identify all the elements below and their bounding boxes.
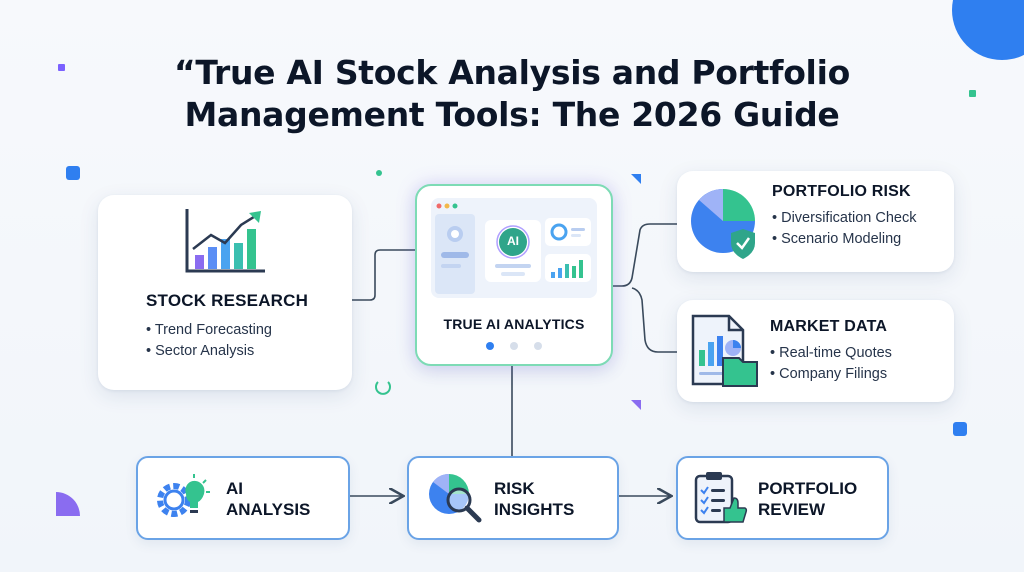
stock-research-title: STOCK RESEARCH [146,291,309,310]
bullet-item: Diversification Check [772,208,916,229]
document-chart-icon [689,314,761,393]
bullet-item: Sector Analysis [146,341,272,362]
market-data-card: MARKET DATA Real-time Quotes Company Fil… [677,300,954,402]
portfolio-risk-title: PORTFOLIO RISK [772,183,911,200]
title-line-1: “True AI Stock Analysis and Portfolio [174,53,850,92]
carousel-dot[interactable] [534,342,542,350]
step-label-line: ANALYSIS [226,500,311,519]
portfolio-risk-card: PORTFOLIO RISK Diversification Check Sce… [677,171,954,272]
true-ai-analytics-title: TRUE AI ANALYTICS [443,316,585,332]
bullet-item: Trend Forecasting [146,320,272,341]
portfolio-risk-bullets: Diversification Check Scenario Modeling [772,208,917,250]
bullet-item: Scenario Modeling [772,229,917,250]
step-ai-analysis-label: AI ANALYSIS [226,478,310,520]
step-label-line: PORTFOLIO [758,479,858,498]
checklist-thumbs-up-icon [692,470,748,531]
bar-chart-growth-icon [183,203,269,284]
market-data-title: MARKET DATA [770,318,888,335]
step-risk-insights: RISK INSIGHTS [407,456,619,540]
gear-lightbulb-icon [152,472,212,529]
bullet-item: Real-time Quotes [770,343,892,364]
carousel-dot[interactable] [510,342,518,350]
market-data-bullets: Real-time Quotes Company Filings [770,343,892,385]
pie-chart-shield-icon [685,183,765,268]
step-label-line: AI [226,479,243,498]
bullet-item: Company Filings [770,364,892,385]
step-risk-insights-label: RISK INSIGHTS [494,478,574,520]
ai-dashboard-icon [431,198,597,311]
pie-magnifier-icon [425,470,485,531]
ai-badge: AI [507,234,519,248]
true-ai-analytics-card: AI TRUE AI ANALYTICS [415,184,613,366]
step-label-line: INSIGHTS [494,500,575,519]
step-portfolio-review: PORTFOLIO REVIEW [676,456,889,540]
stock-research-bullets: Trend Forecasting Sector Analysis [146,320,272,362]
stock-research-card: STOCK RESEARCH Trend Forecasting Sector … [98,195,352,390]
step-label-line: RISK [494,479,535,498]
title-line-2: Management Tools: The 2026 Guide [184,94,840,134]
step-portfolio-review-label: PORTFOLIO REVIEW [758,478,857,520]
step-label-line: REVIEW [758,500,826,519]
carousel-dot-active[interactable] [486,342,494,350]
step-ai-analysis: AI ANALYSIS [136,456,350,540]
page-title: “True AI Stock Analysis and Portfolio Ma… [0,52,1024,135]
